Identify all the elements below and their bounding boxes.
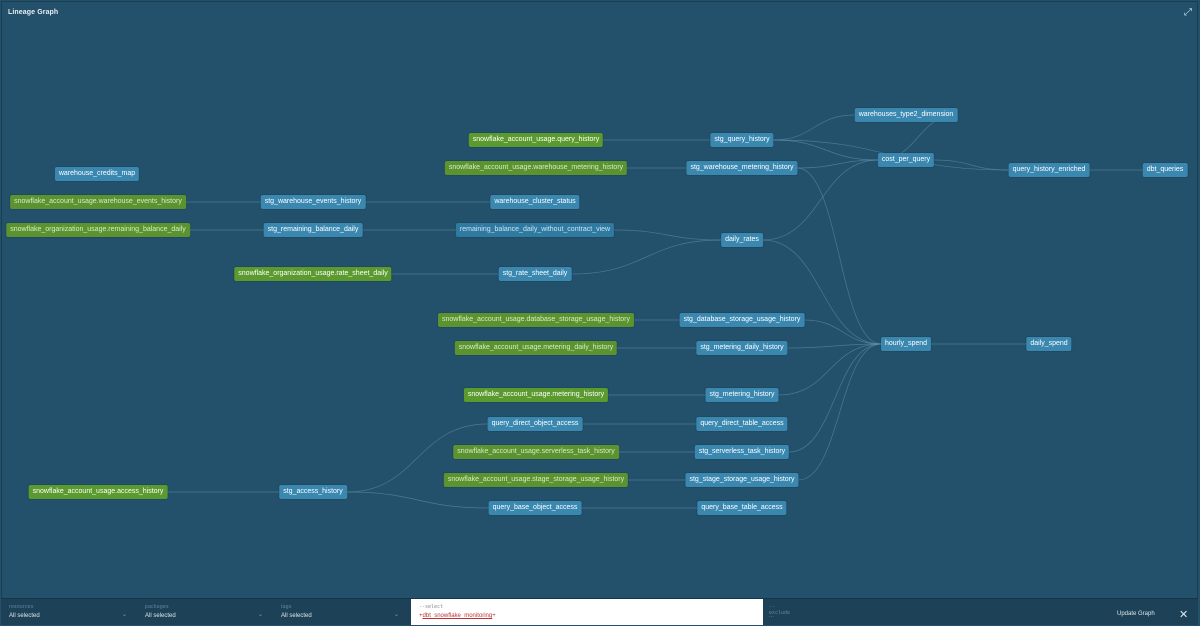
graph-edge <box>798 343 882 481</box>
tags-filter[interactable]: tags All selected ⌄ <box>281 599 399 625</box>
update-graph-button[interactable]: Update Graph <box>1117 611 1155 617</box>
chevron-down-icon: ⌄ <box>121 612 127 618</box>
close-icon[interactable]: ✕ <box>1179 609 1189 621</box>
lineage-graph[interactable] <box>0 0 1200 600</box>
graph-node[interactable]: snowflake_account_usage.serverless_task_… <box>453 445 619 459</box>
filter-toolbar: resources All selected ⌄ packages All se… <box>1 598 1198 625</box>
graph-node[interactable]: snowflake_account_usage.stage_storage_us… <box>443 473 629 487</box>
graph-node[interactable]: stg_remaining_balance_daily <box>263 223 363 237</box>
graph-node[interactable]: snowflake_account_usage.warehouse_events… <box>10 195 186 209</box>
resources-value: All selected <box>9 613 40 619</box>
graph-edge <box>346 491 489 509</box>
select-prefix: + <box>419 613 423 619</box>
chevron-down-icon: ⌄ <box>393 612 399 618</box>
graph-node[interactable]: dbt_queries <box>1142 163 1188 177</box>
graph-edge <box>804 319 882 345</box>
select-package: dbt_snowflake_monitoring <box>422 613 493 619</box>
graph-edge <box>788 343 882 453</box>
graph-node[interactable]: cost_per_query <box>877 153 935 167</box>
graph-node[interactable]: stg_warehouse_events_history <box>260 195 366 209</box>
graph-node[interactable]: snowflake_account_usage.access_history <box>28 485 168 499</box>
graph-edge <box>797 167 882 345</box>
graph-node[interactable]: warehouse_cluster_status <box>490 195 580 209</box>
panel-title: Lineage Graph <box>8 9 59 16</box>
select-label: --select <box>419 604 444 610</box>
graph-node[interactable]: snowflake_organization_usage.rate_sheet_… <box>234 267 392 281</box>
graph-node[interactable]: query_history_enriched <box>1008 163 1090 177</box>
graph-node[interactable]: stg_access_history <box>279 485 347 499</box>
graph-node[interactable]: snowflake_account_usage.warehouse_meteri… <box>444 161 628 175</box>
graph-edge <box>797 159 879 169</box>
expand-icon[interactable]: ⤢ <box>1184 7 1192 18</box>
graph-edge <box>762 159 879 241</box>
graph-node[interactable]: snowflake_account_usage.metering_history <box>463 388 609 402</box>
graph-node[interactable]: query_direct_object_access <box>487 417 583 431</box>
graph-edge <box>571 239 722 275</box>
graph-node[interactable]: snowflake_organization_usage.remaining_b… <box>6 223 190 237</box>
graph-node[interactable]: hourly_spend <box>880 337 932 351</box>
exclude-label: --exclude <box>769 604 791 616</box>
graph-edge <box>613 229 722 241</box>
graph-node[interactable]: stg_rate_sheet_daily <box>498 267 572 281</box>
edge-layer <box>167 114 1143 509</box>
graph-node[interactable]: daily_rates <box>721 233 763 247</box>
graph-node[interactable]: query_base_object_access <box>488 501 582 515</box>
graph-node[interactable]: stg_warehouse_metering_history <box>686 161 798 175</box>
tags-label: tags <box>281 604 292 610</box>
resources-filter[interactable]: resources All selected ⌄ <box>9 599 127 625</box>
select-value: +dbt_snowflake_monitoring+ <box>419 613 496 619</box>
graph-edge <box>762 239 882 345</box>
tags-value: All selected <box>281 613 312 619</box>
graph-node[interactable]: stg_stage_storage_usage_history <box>685 473 799 487</box>
graph-node[interactable]: warehouses_type2_dimension <box>854 108 958 122</box>
graph-node[interactable]: warehouse_credits_map <box>54 167 140 181</box>
graph-node[interactable]: stg_query_history <box>710 133 774 147</box>
graph-node[interactable]: stg_metering_daily_history <box>696 341 788 355</box>
graph-node[interactable]: snowflake_account_usage.metering_daily_h… <box>454 341 618 355</box>
graph-node[interactable]: stg_database_storage_usage_history <box>679 313 805 327</box>
graph-node[interactable]: query_base_table_access <box>697 501 787 515</box>
select-input[interactable]: --select +dbt_snowflake_monitoring+ <box>411 599 763 625</box>
select-suffix: + <box>492 613 496 619</box>
graph-node[interactable]: stg_serverless_task_history <box>694 445 790 459</box>
graph-edge <box>773 139 879 161</box>
chevron-down-icon: ⌄ <box>257 612 263 618</box>
graph-node[interactable]: snowflake_account_usage.query_history <box>468 133 604 147</box>
graph-node[interactable]: remaining_balance_daily_without_contract… <box>455 223 615 237</box>
packages-value: All selected <box>145 613 176 619</box>
resources-label: resources <box>9 604 34 610</box>
exclude-value: ... <box>769 613 775 619</box>
graph-edge <box>346 423 488 493</box>
packages-filter[interactable]: packages All selected ⌄ <box>145 599 263 625</box>
graph-node[interactable]: snowflake_account_usage.database_storage… <box>438 313 634 327</box>
graph-node[interactable]: daily_spend <box>1026 337 1072 351</box>
graph-edge <box>773 114 855 141</box>
graph-node[interactable]: stg_metering_history <box>705 388 779 402</box>
packages-label: packages <box>145 604 169 610</box>
graph-edge <box>787 343 882 349</box>
graph-node[interactable]: query_direct_table_access <box>696 417 788 431</box>
graph-edge <box>778 343 882 396</box>
